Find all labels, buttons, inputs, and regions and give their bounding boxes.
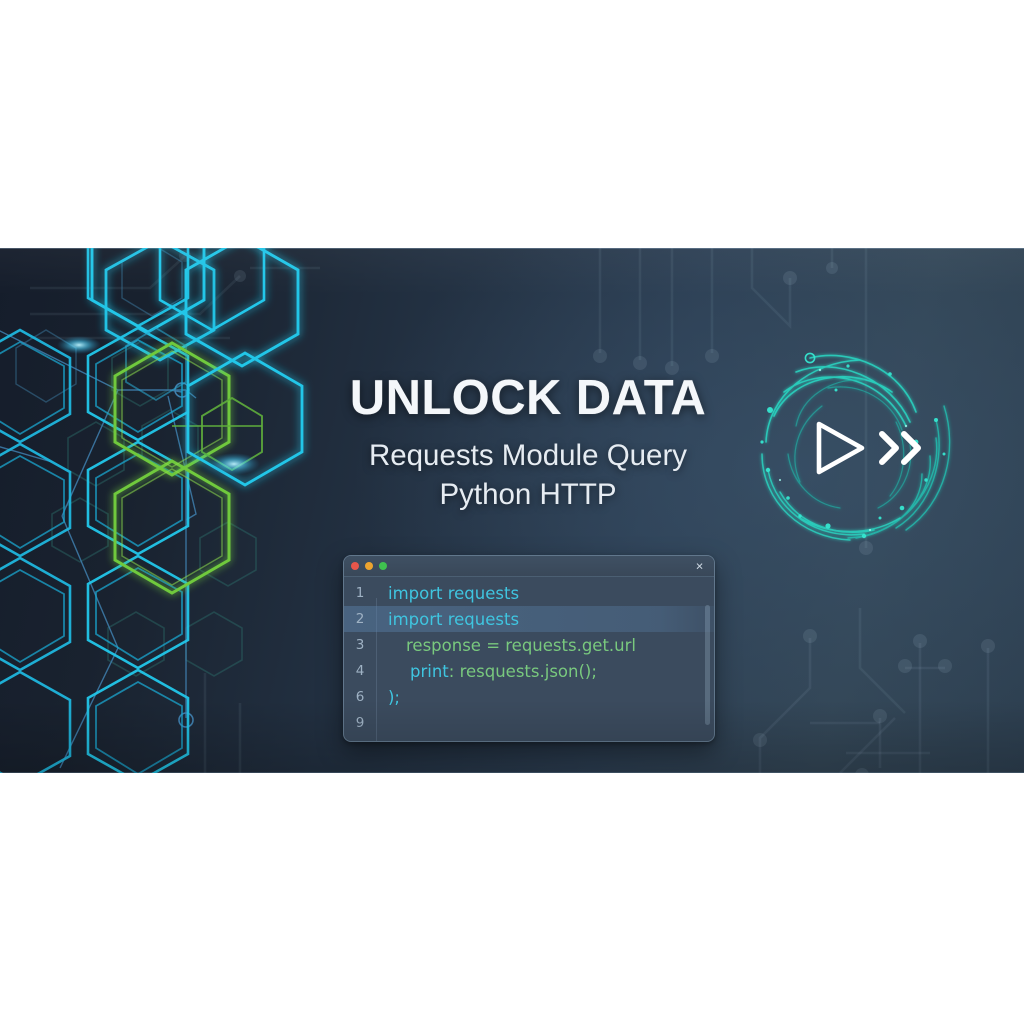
code-lines-container: 1 import requests 2 import requests 3 respons… [344, 580, 714, 736]
code-editor-window[interactable]: × 1 import requests 2 import requests 3 respo… [343, 555, 715, 742]
code-token: response = requests.get.url [406, 635, 636, 655]
code-line-text: import requests [376, 584, 519, 603]
line-number: 6 [355, 689, 365, 705]
line-number: 9 [355, 715, 365, 731]
double-chevron-forward-icon [879, 431, 921, 465]
page-subtitle: Requests Module Query Python HTTP [264, 437, 792, 515]
code-token: import requests [388, 583, 520, 603]
circuit-trace-layer [30, 248, 995, 773]
banner-top-edge [0, 248, 1024, 249]
line-number: 1 [355, 585, 365, 601]
play-triangle-outline-icon [816, 421, 865, 475]
window-maximize-dot[interactable] [379, 562, 387, 570]
window-close-dot[interactable] [351, 562, 359, 570]
code-line[interactable]: 4 print: resquests.json(); [344, 658, 714, 684]
line-number: 4 [355, 663, 365, 679]
code-line[interactable]: 2 import requests [344, 606, 714, 632]
code-token: ); [388, 687, 400, 707]
hero-text-block: UNLOCK DATA Requests Module Query Python… [264, 371, 792, 515]
code-token: print [410, 661, 449, 681]
code-editor-area[interactable]: 1 import requests 2 import requests 3 respons… [344, 577, 714, 741]
code-line-text: print: resquests.json(); [376, 662, 597, 681]
window-minimize-dot[interactable] [365, 562, 373, 570]
code-line[interactable]: 9 [344, 710, 714, 736]
banner-bottom-edge [0, 772, 1024, 773]
code-line-text: ); [376, 688, 400, 707]
code-line[interactable]: 6); [344, 684, 714, 710]
code-line-text: import requests [376, 610, 519, 629]
code-window-titlebar: × [344, 556, 714, 577]
code-line[interactable]: 1 import requests [344, 580, 714, 606]
page-title: UNLOCK DATA [349, 371, 707, 425]
play-control-group[interactable] [812, 418, 927, 478]
code-line-text: response = requests.get.url [376, 636, 636, 655]
hexagon-network-graphic [0, 248, 304, 773]
subtitle-line-2: Python HTTP [439, 478, 617, 512]
vertical-scrollbar[interactable] [705, 605, 710, 725]
code-line[interactable]: 3 response = requests.get.url [344, 632, 714, 658]
code-token: import requests [388, 609, 520, 629]
code-token: : resquests.json(); [448, 661, 597, 681]
gutter-divider [376, 598, 377, 741]
hex-spark-glow [57, 336, 260, 475]
line-number: 3 [355, 637, 365, 653]
subtitle-line-1: Requests Module Query [368, 439, 688, 473]
line-number: 2 [355, 611, 365, 627]
close-icon[interactable]: × [695, 558, 704, 574]
banner-graphic: UNLOCK DATA Requests Module Query Python… [0, 248, 1024, 773]
